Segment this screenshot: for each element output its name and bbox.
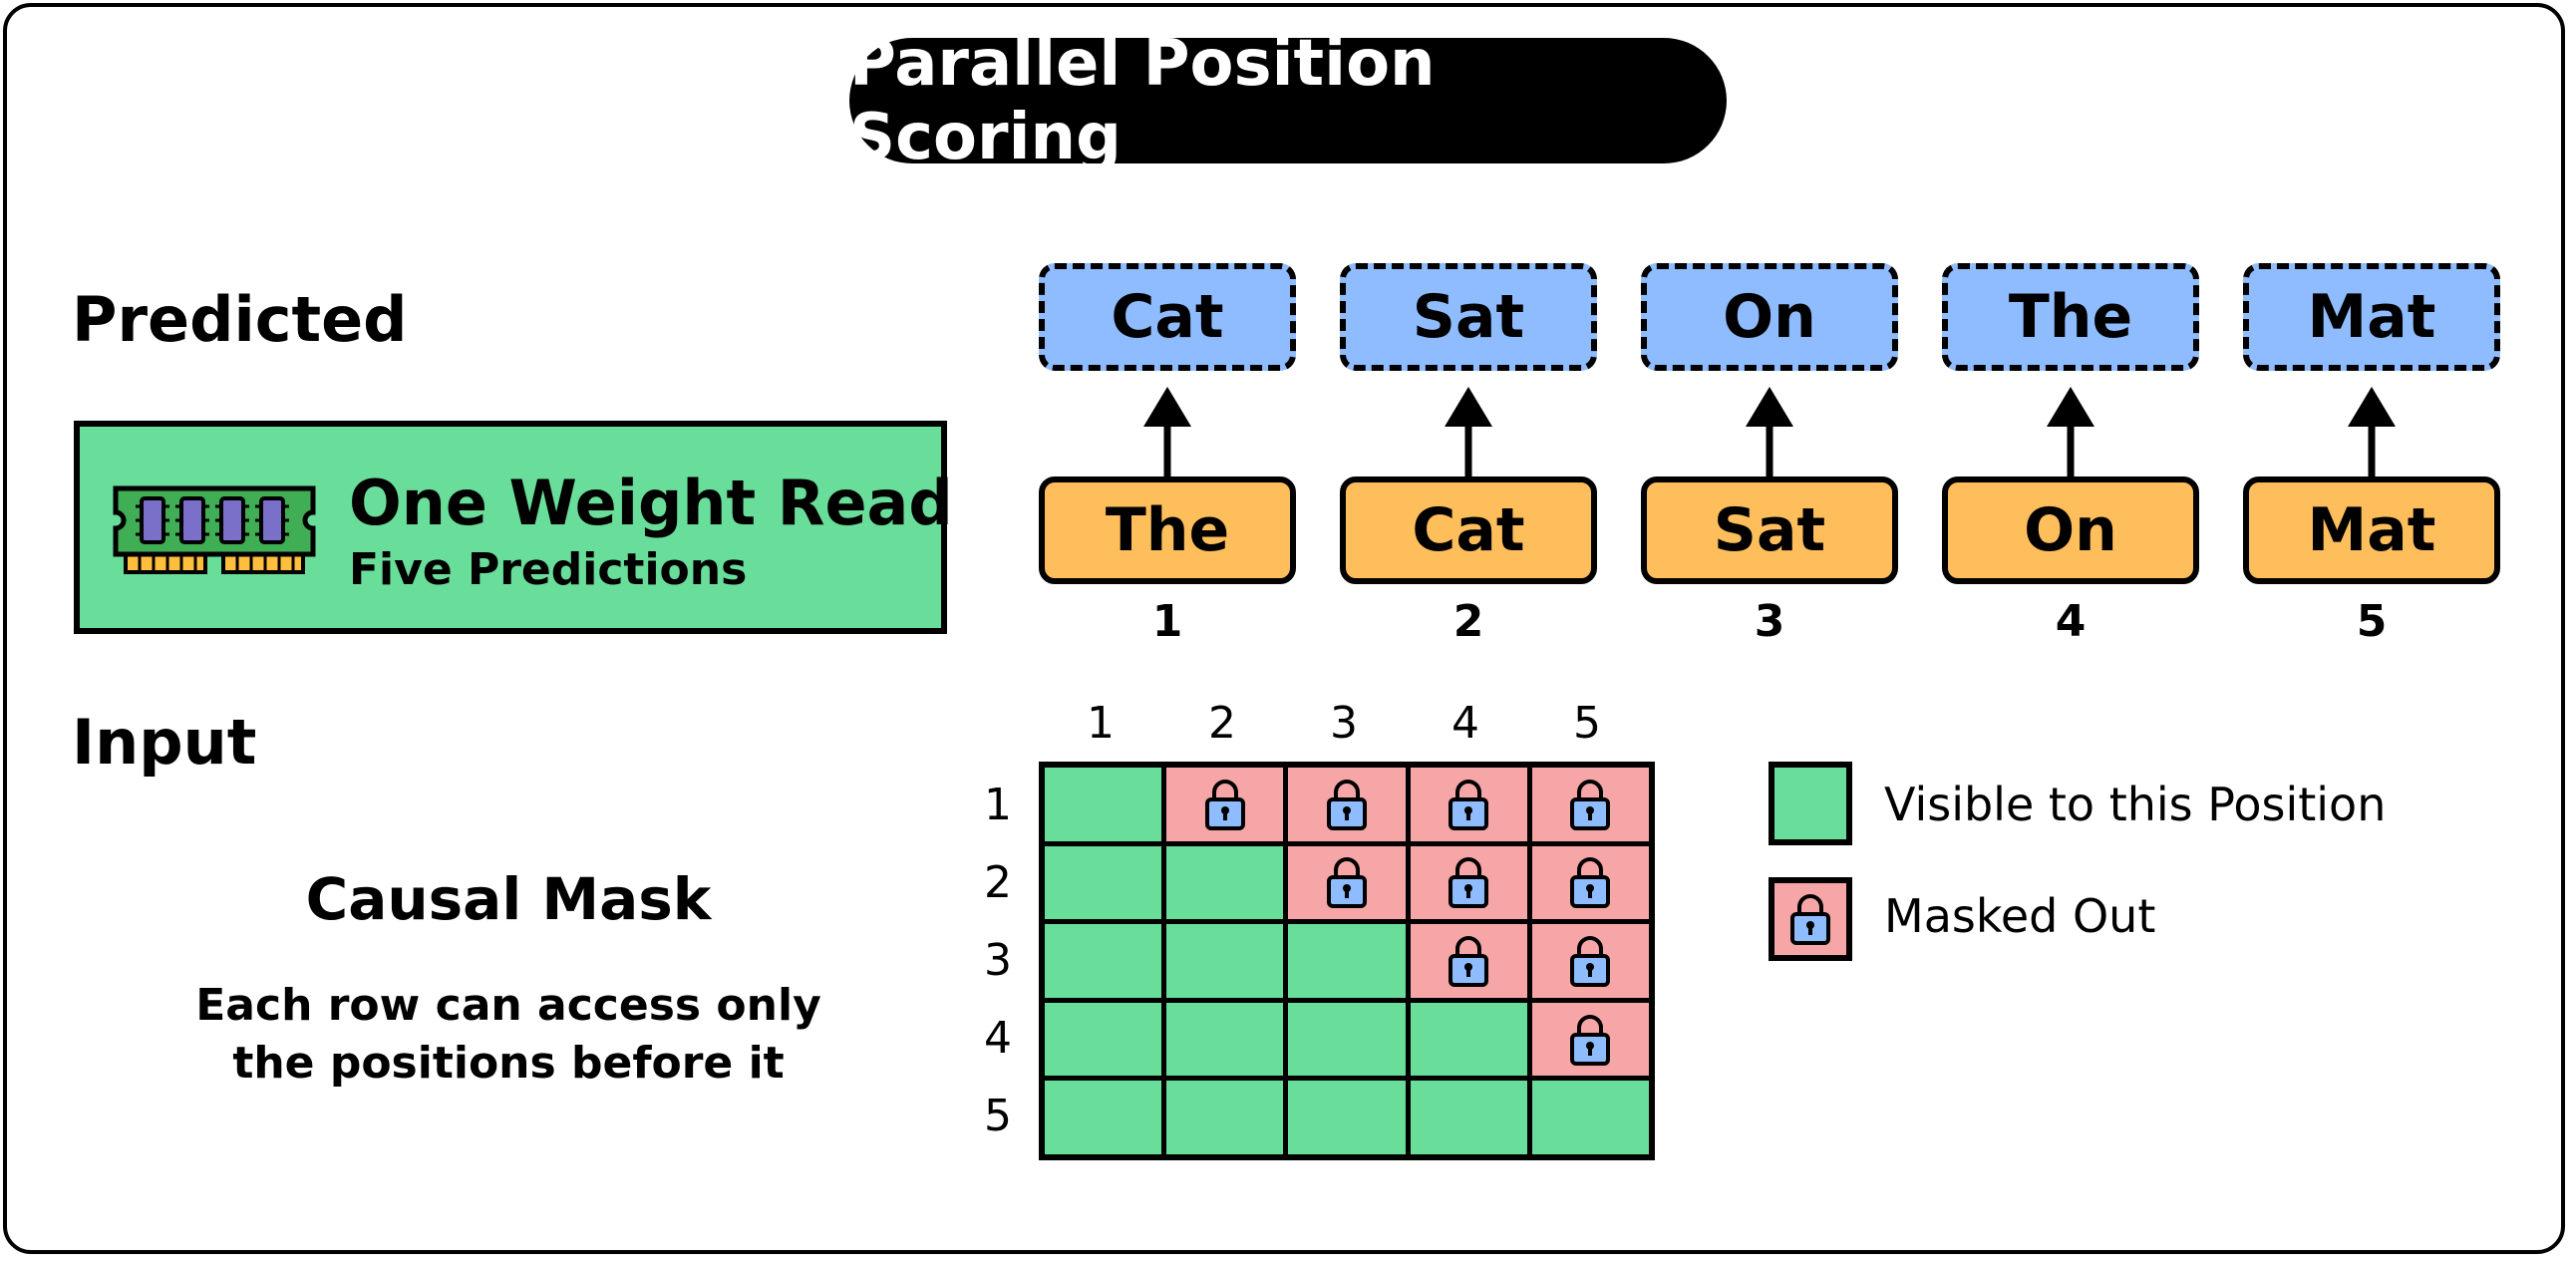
mask-cell-1-2	[1166, 768, 1284, 841]
mask-cell-2-4	[1410, 845, 1527, 920]
mask-cell-4-5	[1531, 1002, 1649, 1077]
lock-icon	[1449, 857, 1489, 909]
mask-column-header-4: 4	[1451, 698, 1479, 749]
up-arrow-icon	[1445, 387, 1492, 476]
input-label: Input	[72, 706, 257, 779]
mask-column-header-3: 3	[1330, 698, 1358, 749]
lock-icon	[1570, 779, 1611, 830]
mask-cell-5-4	[1410, 1081, 1527, 1154]
position-number-5: 5	[2356, 596, 2388, 647]
lock-icon	[1449, 936, 1489, 987]
mask-column-header-1: 1	[1087, 698, 1115, 749]
up-arrow-icon	[2348, 387, 2396, 476]
input-token-3: Sat	[1641, 476, 1898, 584]
causal-mask-title: Causal Mask	[305, 865, 712, 933]
description-line-1: Each row can access only	[195, 980, 821, 1031]
mask-cell-4-1	[1045, 1002, 1162, 1077]
mask-cell-5-3	[1288, 1081, 1406, 1154]
position-number-3: 3	[1754, 596, 1785, 647]
predicted-token-3: On	[1641, 263, 1898, 371]
predicted-token-4: The	[1942, 263, 2199, 371]
legend-masked-label: Masked Out	[1884, 889, 2156, 943]
input-token-5: Mat	[2243, 476, 2500, 584]
mask-cell-4-4	[1410, 1002, 1527, 1077]
predicted-token-5: Mat	[2243, 263, 2500, 371]
up-arrow-icon	[1746, 387, 1793, 476]
input-token-1: The	[1039, 476, 1296, 584]
predicted-label: Predicted	[72, 283, 408, 356]
banner-subtitle: Five Predictions	[349, 544, 748, 595]
lock-icon	[1570, 857, 1611, 909]
ram-icon	[113, 485, 316, 574]
lock-icon	[1204, 779, 1245, 830]
lock-icon	[1570, 936, 1611, 987]
up-arrow-icon	[1143, 387, 1191, 476]
input-token-2: Cat	[1340, 476, 1597, 584]
input-token-4: On	[1942, 476, 2199, 584]
mask-cell-2-1	[1045, 845, 1162, 920]
mask-row-header-5: 5	[984, 1091, 1012, 1141]
up-arrow-icon	[2047, 387, 2094, 476]
causal-mask-description: Each row can access only the positions b…	[179, 977, 837, 1093]
mask-cell-5-2	[1166, 1081, 1284, 1154]
mask-row-header-2: 2	[984, 857, 1012, 908]
mask-cell-4-3	[1288, 1002, 1406, 1077]
mask-row-header-3: 3	[984, 935, 1012, 986]
mask-row-header-1: 1	[984, 780, 1012, 830]
predicted-token-2: Sat	[1340, 263, 1597, 371]
legend-visible-swatch	[1769, 762, 1852, 845]
mask-cell-2-5	[1531, 845, 1649, 920]
mask-column-header-5: 5	[1573, 698, 1601, 749]
lock-icon	[1570, 1014, 1611, 1066]
mask-cell-1-3	[1288, 768, 1406, 841]
mask-cell-3-1	[1045, 924, 1162, 998]
mask-cell-1-5	[1531, 768, 1649, 841]
mask-cell-2-3	[1288, 845, 1406, 920]
mask-cell-3-4	[1410, 924, 1527, 998]
position-number-2: 2	[1452, 596, 1484, 647]
legend-visible-label: Visible to this Position	[1884, 778, 2387, 831]
predicted-token-1: Cat	[1039, 263, 1296, 371]
description-line-2: the positions before it	[232, 1038, 785, 1089]
mask-cell-2-2	[1166, 845, 1284, 920]
diagram-title: Parallel Position Scoring	[849, 27, 1727, 174]
mask-cell-5-1	[1045, 1081, 1162, 1154]
lock-icon	[1326, 857, 1367, 909]
lock-icon	[1449, 779, 1489, 830]
mask-cell-1-1	[1045, 768, 1162, 841]
mask-column-header-2: 2	[1208, 698, 1236, 749]
position-number-1: 1	[1151, 596, 1183, 647]
mask-cell-4-2	[1166, 1002, 1284, 1077]
mask-cell-1-4	[1410, 768, 1527, 841]
mask-cell-3-2	[1166, 924, 1284, 998]
legend-masked-swatch	[1769, 877, 1852, 961]
causal-mask-grid	[1039, 762, 1655, 1160]
banner-title: One Weight Read	[349, 467, 953, 539]
mask-cell-3-5	[1531, 924, 1649, 998]
position-number-4: 4	[2055, 596, 2087, 647]
weight-read-banner: One Weight Read Five Predictions	[74, 421, 953, 634]
mask-cell-3-3	[1288, 924, 1406, 998]
mask-row-header-4: 4	[984, 1013, 1012, 1064]
lock-icon	[1326, 779, 1367, 830]
mask-cell-5-5	[1531, 1081, 1649, 1154]
lock-icon	[1790, 894, 1830, 945]
